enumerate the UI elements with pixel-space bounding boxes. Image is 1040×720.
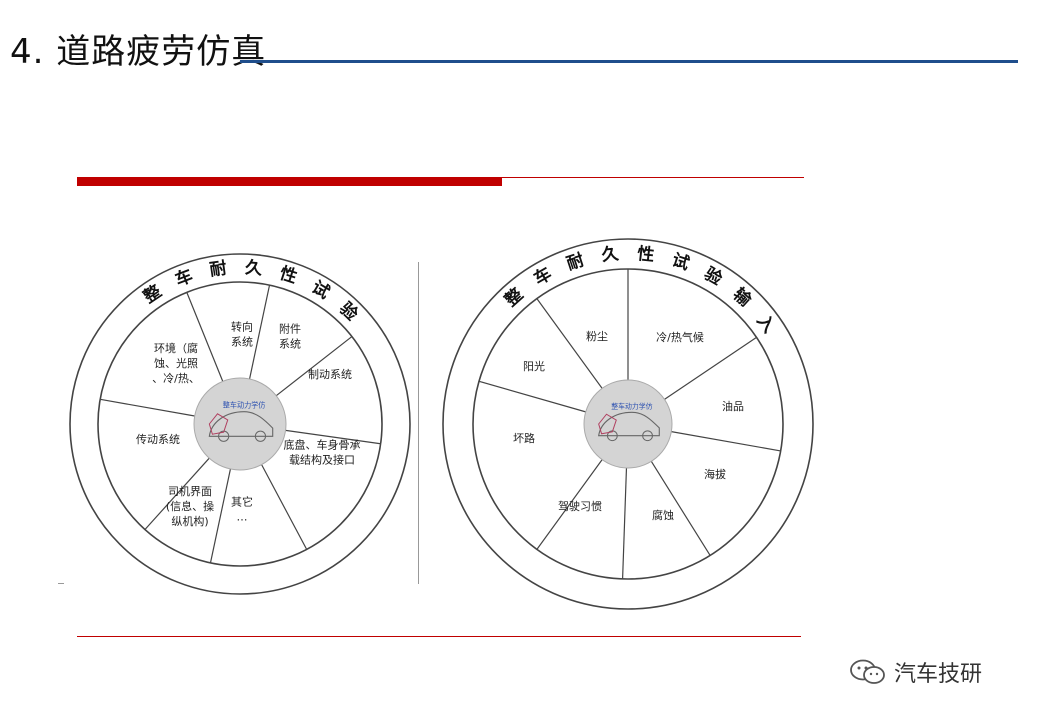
ring-title-char: 性 (277, 263, 300, 288)
segment-label: 坏路 (513, 432, 535, 445)
ring-title-char: 耐 (564, 249, 587, 274)
spoke-line (186, 292, 224, 382)
spoke-line (275, 336, 353, 397)
image-edge-tick (58, 583, 64, 584)
segment-label: 冷/热气候 (656, 330, 704, 344)
ring-title-char: 久 (244, 257, 263, 279)
segment-label: 粉尘 (586, 330, 608, 343)
hub-circle (583, 379, 673, 469)
segment-label: 司机界面(信息、操纵机构) (166, 484, 214, 528)
ring-title-char: 耐 (208, 257, 228, 280)
segment-label: 其它… (231, 495, 253, 524)
slide-title: 4. 道路疲劳仿真 (10, 32, 267, 72)
red-accent-line (502, 177, 804, 178)
watermark-text: 汽车技研 (894, 662, 983, 687)
left-wheel: 整车动力学仿整车耐久性试验转向系统附件系统制动系统底盘、车身骨承载结构及接口其它… (69, 253, 411, 595)
title-underline (240, 60, 1018, 63)
spoke-line (100, 398, 195, 417)
spoke-line (621, 467, 628, 579)
ring-title-char: 久 (601, 243, 620, 266)
segment-label: 制动系统 (308, 368, 352, 381)
spoke-line (536, 459, 603, 550)
image-divider (418, 262, 419, 584)
spoke-line (285, 429, 381, 445)
car-icon (598, 411, 660, 437)
segment-label: 底盘、车身骨承载结构及接口 (284, 438, 361, 467)
bottom-red-line (77, 636, 801, 637)
right-wheel: 整车动力学仿整车耐久性试验输入粉尘冷/热气候油品海拔腐蚀驾驶习惯坏路阳光 (442, 238, 814, 610)
radar-icon (598, 413, 617, 435)
radar-icon (208, 413, 229, 435)
hub-label: 整车动力学仿 (611, 401, 652, 410)
ring-title-char: 性 (636, 243, 655, 266)
watermark: 汽车技研 (848, 656, 982, 688)
spoke-line (261, 464, 308, 550)
segment-label: 传动系统 (136, 433, 180, 446)
ring-title-char: 试 (669, 250, 691, 274)
segment-label: 转向系统 (231, 320, 253, 349)
wechat-icon (850, 659, 885, 684)
spoke-line (536, 298, 603, 389)
segment-label: 环境（腐蚀、光照、冷/热、 (152, 341, 200, 385)
segment-label: 阳光 (523, 359, 545, 373)
spoke-line (209, 468, 232, 564)
hub-circle (193, 377, 287, 471)
segment-label: 腐蚀 (652, 508, 674, 522)
car-icon (208, 411, 274, 437)
red-accent-bar (77, 177, 502, 186)
wheel-icon (254, 430, 267, 442)
segment-label: 油品 (722, 399, 744, 413)
wheel-icon (642, 430, 653, 442)
segment-label: 附件系统 (279, 322, 301, 351)
segment-label: 海拔 (704, 467, 726, 481)
ring-title-char: 车 (172, 265, 195, 291)
spoke-line (650, 460, 711, 556)
hub-label: 整车动力学仿 (223, 401, 266, 410)
spoke-line (671, 431, 781, 452)
spoke-line (144, 457, 210, 530)
spoke-line (248, 284, 271, 380)
spoke-line (664, 336, 757, 400)
segment-label: 驾驶习惯 (558, 499, 602, 513)
spoke-line (478, 380, 586, 413)
